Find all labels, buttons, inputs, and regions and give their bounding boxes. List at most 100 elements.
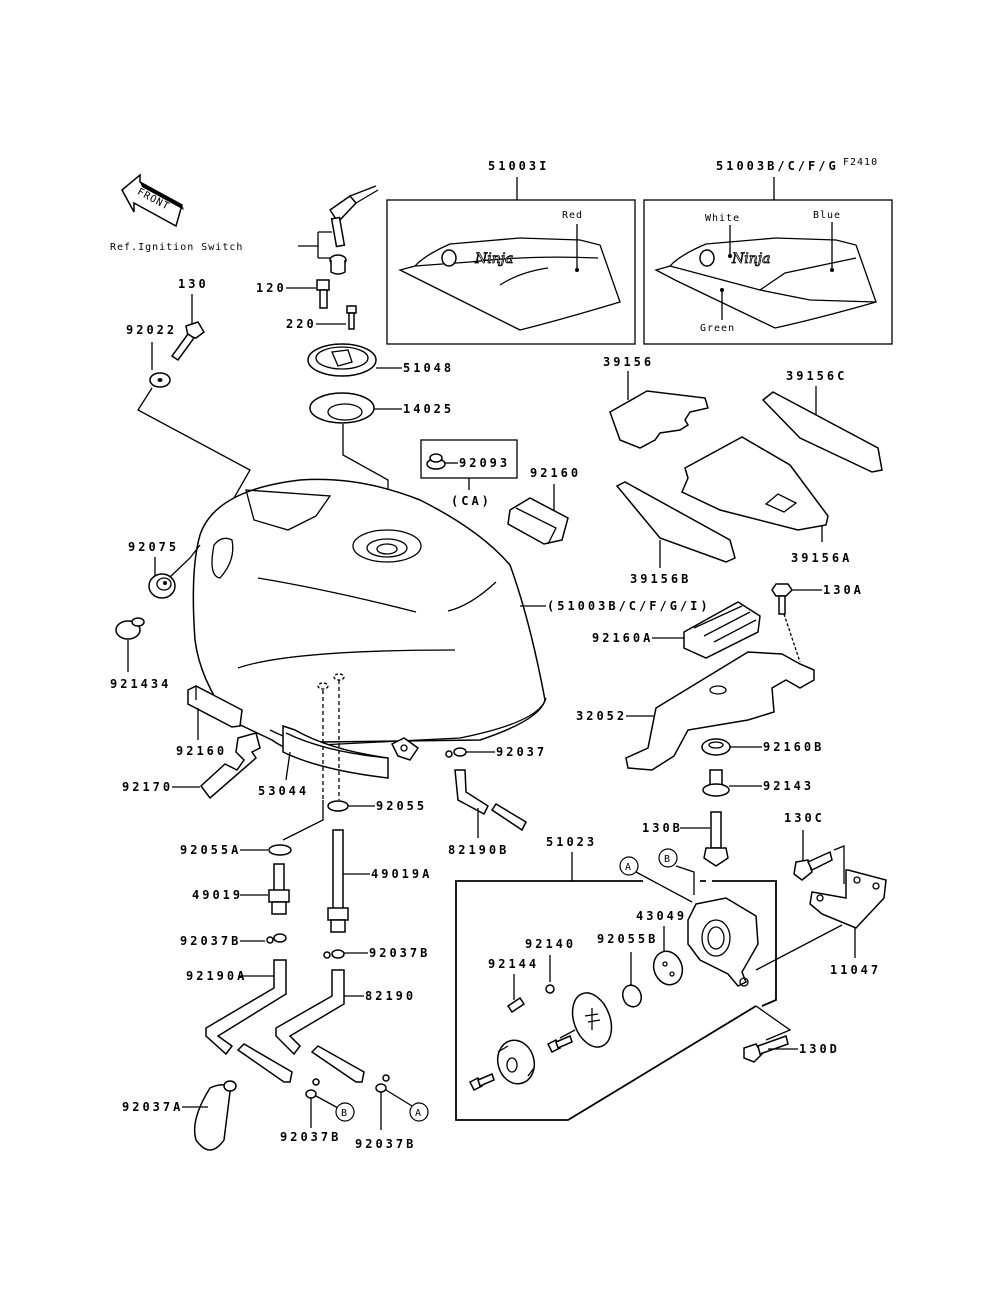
fuel-tank-icon <box>192 478 547 752</box>
part-label-220: 220 <box>286 317 317 331</box>
part-label-92093: 92093 <box>459 456 510 470</box>
part-label-92160B: 92160B <box>763 740 824 754</box>
color-label-white: White <box>705 213 740 224</box>
pipe-49019-icon <box>268 863 290 915</box>
kit-group-code: (CA) <box>451 494 492 508</box>
cover-39156A-icon <box>681 436 829 531</box>
part-label-39156C: 39156C <box>786 369 847 383</box>
part-label-92037: 92037 <box>496 745 547 759</box>
screw-lever-icon <box>468 1072 495 1092</box>
part-label-51048: 51048 <box>403 361 454 375</box>
fuel-tank-label: (51003B/C/F/G/I) <box>547 599 711 613</box>
inset-left-frame <box>386 199 636 345</box>
part-label-39156B: 39156B <box>630 572 691 586</box>
part-label-11047: 11047 <box>830 963 881 977</box>
part-label-82190: 82190 <box>365 989 416 1003</box>
damper-92160-left-icon <box>187 685 243 728</box>
oring-92055A-icon <box>268 844 292 856</box>
part-label-130D: 130D <box>799 1042 840 1056</box>
screw-120-icon <box>316 279 330 309</box>
screw-220-icon <box>346 305 357 330</box>
callout-marker-a <box>619 856 639 876</box>
color-label-blue: Blue <box>813 210 841 221</box>
part-label-92143: 92143 <box>763 779 814 793</box>
fuel-cap-icon <box>307 343 377 377</box>
part-label-92037B-left: 92037B <box>180 934 241 948</box>
part-label-92055B: 92055B <box>597 932 658 946</box>
screw-disc-icon <box>546 1034 573 1054</box>
cap-ring-icon <box>309 392 375 424</box>
part-label-130B: 130B <box>642 821 683 835</box>
clip-92037B-left-icon <box>266 933 287 944</box>
pad-53044-icon <box>282 724 389 779</box>
tank-decal-multicolor-icon: Ninja <box>654 222 877 329</box>
bolt-130A-icon <box>771 583 793 615</box>
washer-92022-icon <box>149 372 171 388</box>
lever-knob-icon <box>496 1039 536 1085</box>
ball-92140-icon <box>545 984 555 994</box>
callout-a-bottom-label: A <box>415 1108 422 1119</box>
bolt-130C-icon <box>793 850 833 881</box>
part-label-43049: 43049 <box>636 909 687 923</box>
oring-92055B-icon <box>621 984 643 1008</box>
clip-92037B-bottom1-icon <box>305 1078 320 1099</box>
front-arrow-icon: FRONT <box>121 173 184 228</box>
part-label-92160-top: 92160 <box>530 466 581 480</box>
nut-92093-icon <box>426 453 446 470</box>
part-label-120: 120 <box>256 281 287 295</box>
color-label-green: Green <box>700 323 735 334</box>
part-label-92055: 92055 <box>376 799 427 813</box>
tank-decal-red-icon: Ninja <box>398 224 621 331</box>
cover-39156C-icon <box>761 391 883 473</box>
figure-code: F2410 <box>843 157 878 168</box>
color-label-red: Red <box>562 210 583 221</box>
hose-82190-icon <box>275 969 365 1083</box>
grommet-921434-icon <box>115 617 145 640</box>
oring-92055-icon <box>327 800 349 812</box>
clamp-92037A-icon <box>193 1080 237 1151</box>
part-label-130A: 130A <box>823 583 864 597</box>
clip-92037B-bottom2-icon <box>375 1074 390 1093</box>
washer-92160B-icon <box>701 738 731 756</box>
part-label-39156: 39156 <box>603 355 654 369</box>
cover-39156B-icon <box>615 481 736 563</box>
clip-92037-icon <box>445 747 467 758</box>
tank-mount-tab-icon <box>390 737 420 761</box>
part-label-92160-left: 92160 <box>176 744 227 758</box>
callout-marker-b <box>658 848 678 868</box>
callout-marker-a-bottom <box>409 1102 429 1122</box>
pipe-49019A-icon <box>327 829 349 933</box>
valve-disc-icon <box>571 992 613 1048</box>
part-label-92160A: 92160A <box>592 631 653 645</box>
part-label-92037B-bottom1: 92037B <box>280 1130 341 1144</box>
damper-92160A-icon <box>683 601 761 659</box>
part-label-92190A: 92190A <box>186 969 247 983</box>
part-label-92144: 92144 <box>488 957 539 971</box>
part-label-130: 130 <box>178 277 209 291</box>
key-cover-icon <box>329 254 347 275</box>
clip-92037B-right-icon <box>323 949 345 959</box>
callout-b-bottom-label: B <box>341 1108 348 1119</box>
part-label-130C: 130C <box>784 811 825 825</box>
part-label-92140: 92140 <box>525 937 576 951</box>
cover-39156-icon <box>609 390 709 449</box>
ignition-key-icon <box>328 185 379 248</box>
callout-a-label: A <box>625 862 632 873</box>
part-label-92037B-bottom2: 92037B <box>355 1137 416 1151</box>
part-label-82190B: 82190B <box>448 843 509 857</box>
part-label-921434: 921434 <box>110 677 171 691</box>
damper-92160-top-icon <box>507 497 569 545</box>
svg-text:Ninja: Ninja <box>474 251 513 267</box>
part-label-92170: 92170 <box>122 780 173 794</box>
part-label-53044: 53044 <box>258 784 309 798</box>
bolt-130B-icon <box>703 811 729 867</box>
bracket-32052-icon <box>625 651 815 771</box>
part-label-32052: 32052 <box>576 709 627 723</box>
part-label-49019: 49019 <box>192 888 243 902</box>
bolt-130-icon <box>170 321 205 362</box>
svg-text:Ninja: Ninja <box>731 251 770 267</box>
inset-right-frame <box>643 199 893 345</box>
spring-92144-icon <box>506 996 526 1014</box>
bracket-11047-icon <box>809 869 887 929</box>
